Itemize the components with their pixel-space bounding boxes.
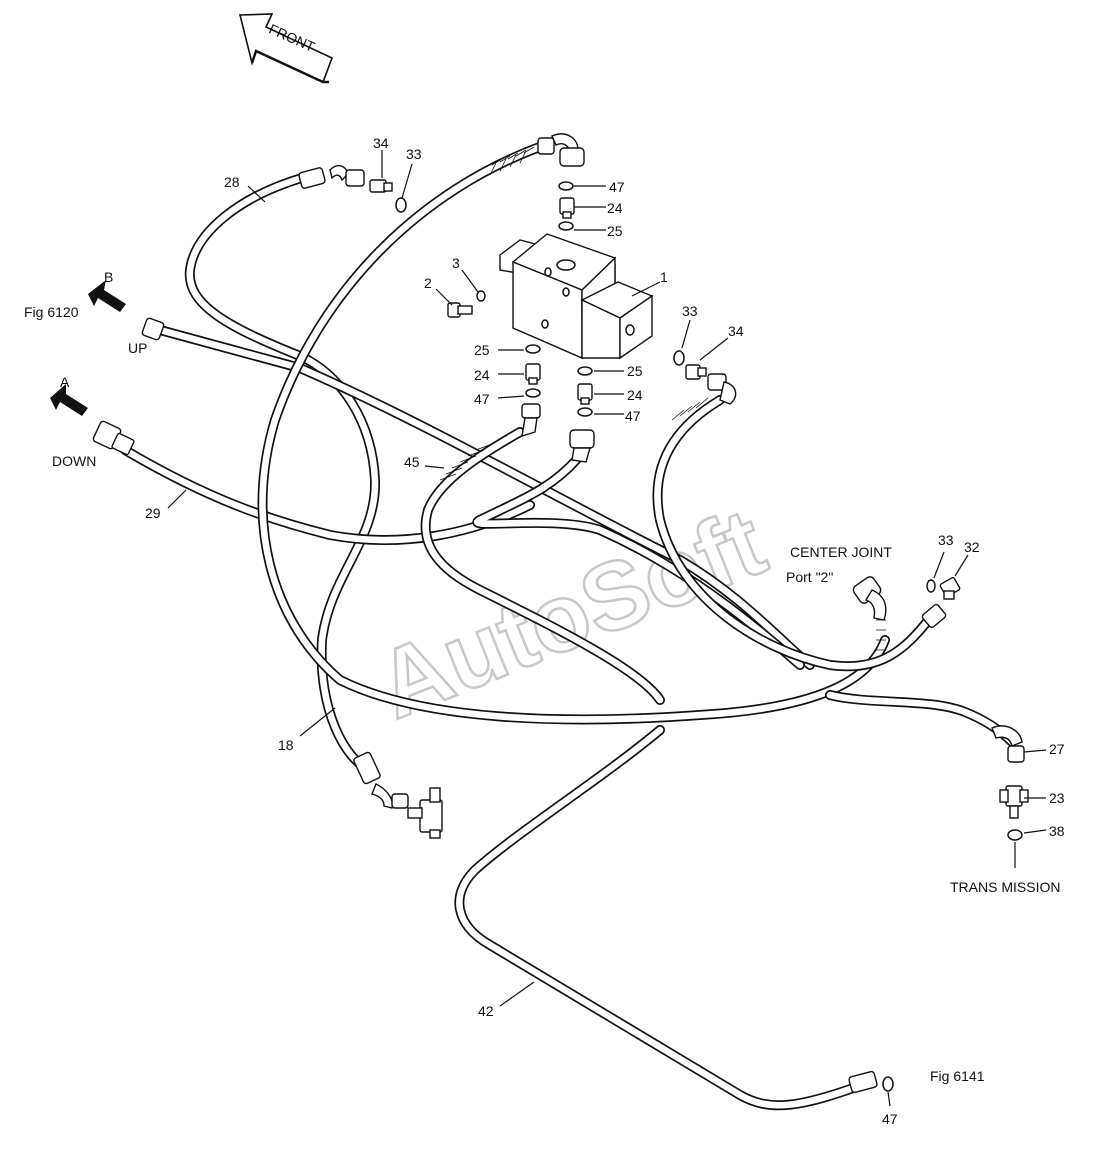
center-joint-elbow bbox=[852, 576, 887, 621]
callout-33: 33 bbox=[406, 146, 422, 162]
part-38-ring bbox=[1007, 829, 1023, 841]
valve-block bbox=[499, 233, 654, 360]
hose-45 bbox=[420, 427, 665, 705]
part-33-center-ring bbox=[926, 579, 936, 593]
hose-up bbox=[155, 325, 815, 670]
part-34-right bbox=[685, 364, 707, 380]
up-hose-fitting bbox=[141, 317, 165, 341]
port-a-direction: DOWN bbox=[52, 453, 96, 469]
part-34-top bbox=[369, 179, 393, 193]
hose-29 bbox=[120, 445, 535, 546]
port-a-letter: A bbox=[60, 374, 70, 390]
part-47-bottom-ring bbox=[882, 1076, 894, 1092]
figure-reference: Fig 6141 bbox=[930, 1068, 985, 1084]
part-25-left-ring bbox=[525, 344, 541, 354]
callout-24: 24 bbox=[627, 387, 643, 403]
part-2-bolt bbox=[447, 302, 473, 318]
part-24-top bbox=[559, 197, 575, 219]
leader-lines bbox=[167, 150, 1047, 1107]
callout-38: 38 bbox=[1049, 823, 1065, 839]
callout-28: 28 bbox=[224, 174, 240, 190]
callout-25: 25 bbox=[607, 223, 623, 239]
callout-23: 23 bbox=[1049, 790, 1065, 806]
part-23-tee bbox=[999, 785, 1029, 819]
callout-labels: 34 33 28 47 24 25 1 3 2 25 24 47 25 24 4… bbox=[145, 135, 1065, 1127]
callout-24: 24 bbox=[474, 367, 490, 383]
valve-right-hose-fitting bbox=[569, 429, 595, 463]
part-47-left-ring bbox=[525, 388, 541, 398]
part-33-top-ring bbox=[395, 197, 407, 213]
front-arrow-icon: FRONT bbox=[238, 13, 334, 84]
callout-47: 47 bbox=[609, 179, 625, 195]
hose-28-fitting bbox=[298, 164, 365, 189]
port-b-letter: B bbox=[104, 269, 113, 285]
tube-42 bbox=[454, 725, 875, 1111]
annotations: B Fig 6120 UP A DOWN CENTER JOINT Port "… bbox=[24, 269, 1060, 1084]
callout-47: 47 bbox=[474, 391, 490, 407]
callout-34: 34 bbox=[728, 323, 744, 339]
part-33-right-ring bbox=[673, 350, 685, 366]
tee-block bbox=[407, 787, 443, 839]
callout-47: 47 bbox=[882, 1111, 898, 1127]
callout-47: 47 bbox=[625, 408, 641, 424]
port-b-direction: UP bbox=[128, 340, 147, 356]
callout-3: 3 bbox=[452, 255, 460, 271]
hose-right-34 bbox=[652, 395, 935, 672]
part-24-left bbox=[525, 363, 541, 385]
callout-45: 45 bbox=[404, 454, 420, 470]
hose-18-fitting bbox=[353, 751, 409, 809]
callout-33: 33 bbox=[938, 532, 954, 548]
tube-42-fitting bbox=[848, 1070, 878, 1094]
hose-27 bbox=[825, 690, 1017, 747]
hose-valve-right bbox=[472, 453, 805, 670]
arrow-a-icon bbox=[50, 384, 88, 416]
top-elbow-fitting bbox=[537, 133, 585, 167]
callout-27: 27 bbox=[1049, 741, 1065, 757]
hose-right-34-end-fitting bbox=[921, 603, 947, 629]
hose-top-loop bbox=[257, 140, 890, 725]
fittings bbox=[92, 133, 1029, 1094]
part-24-right bbox=[577, 383, 593, 405]
hose-right-34-fitting bbox=[707, 373, 737, 405]
part-25-right-ring bbox=[577, 366, 593, 376]
center-joint-title: CENTER JOINT bbox=[790, 544, 892, 560]
part-3-washer bbox=[476, 290, 486, 302]
part-25-top-ring bbox=[558, 221, 574, 231]
part-47-top-ring bbox=[558, 181, 574, 191]
part-27-elbow bbox=[991, 725, 1025, 763]
callout-29: 29 bbox=[145, 505, 161, 521]
callout-1: 1 bbox=[660, 269, 668, 285]
callout-24: 24 bbox=[607, 200, 623, 216]
callout-33: 33 bbox=[682, 303, 698, 319]
callout-34: 34 bbox=[373, 135, 389, 151]
arrow-b-icon bbox=[88, 280, 126, 312]
callout-25: 25 bbox=[474, 342, 490, 358]
part-32-elbow bbox=[939, 576, 961, 600]
port-b-fig-ref: Fig 6120 bbox=[24, 304, 79, 320]
hoses bbox=[120, 140, 1017, 1111]
callout-42: 42 bbox=[478, 1003, 494, 1019]
callout-25: 25 bbox=[627, 363, 643, 379]
part-47-right-ring bbox=[577, 407, 593, 417]
callout-2: 2 bbox=[424, 275, 432, 291]
transmission-label: TRANS MISSION bbox=[950, 879, 1060, 895]
hose-45-fitting bbox=[521, 403, 541, 438]
down-hose-fitting bbox=[92, 420, 135, 456]
callout-32: 32 bbox=[964, 539, 980, 555]
center-joint-port: Port "2" bbox=[786, 569, 833, 585]
callout-18: 18 bbox=[278, 737, 294, 753]
